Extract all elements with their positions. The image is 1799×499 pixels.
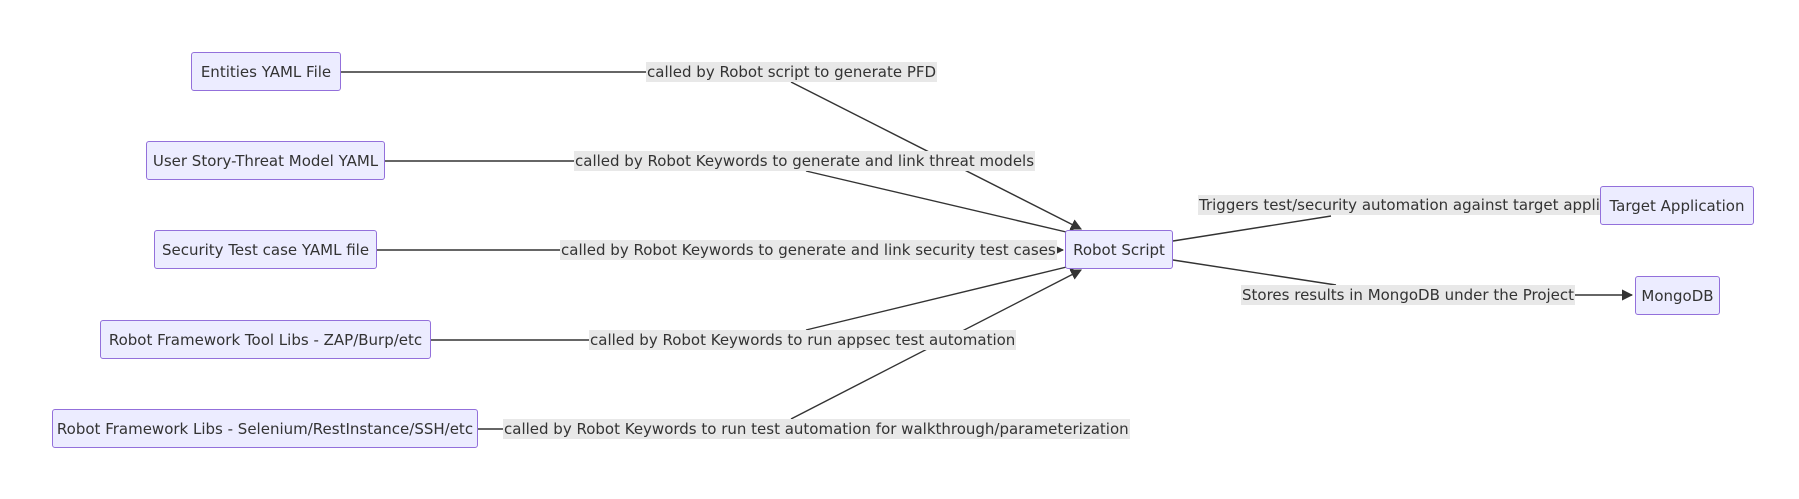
node-user-story-threat-model[interactable]: User Story-Threat Model YAML [146,141,385,180]
node-robot-script[interactable]: Robot Script [1065,230,1173,269]
edge-label-target: Triggers test/security automation agains… [1198,195,1600,215]
edge-label-sectest: called by Robot Keywords to generate and… [560,240,1057,260]
node-entities-yaml[interactable]: Entities YAML File [191,52,341,91]
node-robot-framework-tool-libs[interactable]: Robot Framework Tool Libs - ZAP/Burp/etc [100,320,431,359]
node-robot-framework-libs[interactable]: Robot Framework Libs - Selenium/RestInst… [52,409,478,448]
node-security-test-case-yaml[interactable]: Security Test case YAML file [154,230,377,269]
edge-label-libs: called by Robot Keywords to run test aut… [503,419,1130,439]
edge-mongo-line-a [1172,259,1337,286]
edge-label-entities: called by Robot script to generate PFD [646,62,938,82]
edge-label-toollibs: called by Robot Keywords to run appsec t… [589,330,1017,350]
node-target-application[interactable]: Target Application [1600,186,1754,225]
edge-label-mongo: Stores results in MongoDB under the Proj… [1241,285,1576,305]
node-mongodb[interactable]: MongoDB [1635,276,1720,315]
edge-label-userstory: called by Robot Keywords to generate and… [574,151,1036,171]
edge-toollibs-line-b [805,260,1081,331]
edge-target-line-a [1172,215,1332,242]
edge-userstory-line-b [805,170,1081,239]
